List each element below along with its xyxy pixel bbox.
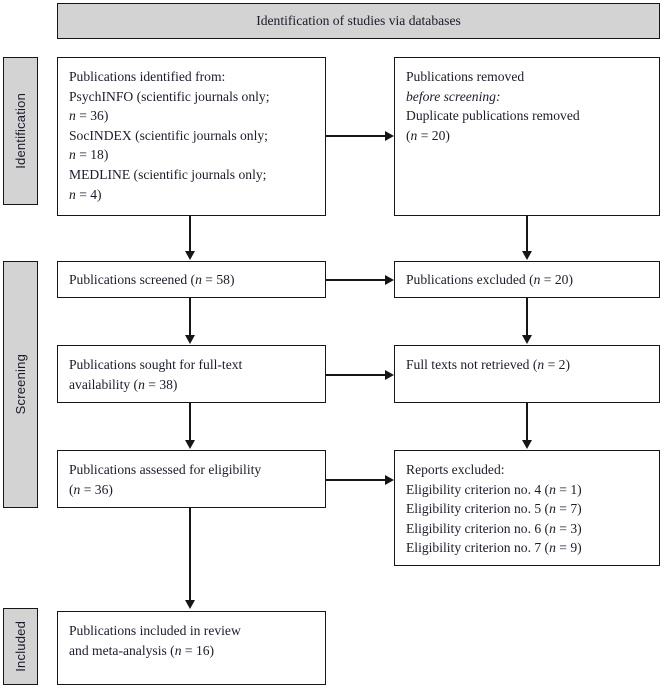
identified-line-4: SocINDEX (scientific journals only; — [69, 127, 268, 143]
reports-excluded-line-3: Eligibility criterion no. 5 (n = 7) — [406, 501, 582, 517]
stage-label-identification-text: Identification — [13, 93, 28, 169]
connector-assessed-to-reports-excluded — [326, 479, 386, 481]
identified-line-3: n = 36) — [69, 108, 109, 124]
identified-line-2: PsychINFO (scientific journals only; — [69, 88, 270, 104]
diagram-title: Identification of studies via databases — [256, 13, 461, 28]
box-publications-sought: Publications sought for full-text availa… — [57, 345, 326, 403]
identified-line-7: n = 4) — [69, 186, 102, 202]
stage-label-identification: Identification — [3, 57, 38, 205]
identified-line-6: MEDLINE (scientific journals only; — [69, 166, 267, 182]
box-publications-identified: Publications identified from: PsychINFO … — [57, 57, 326, 216]
connector-screened-to-excluded — [326, 279, 386, 281]
not-retrieved-line-1: Full texts not retrieved (n = 2) — [406, 357, 570, 372]
arrowhead-excluded-to-not-retrieved — [522, 335, 532, 344]
box-publications-included: Publications included in review and meta… — [57, 611, 326, 685]
arrowhead-sought-to-assessed — [185, 440, 195, 449]
included-line-2: and meta-analysis (n = 16) — [69, 642, 215, 658]
box-publications-removed: Publications removed before screening: D… — [394, 57, 660, 216]
removed-line-4: (n = 20) — [406, 127, 450, 143]
sought-line-2: availability (n = 38) — [69, 376, 178, 392]
stage-label-included: Included — [3, 608, 38, 685]
box-publications-assessed: Publications assessed for eligibility (n… — [57, 450, 326, 508]
removed-line-3: Duplicate publications removed — [406, 108, 580, 124]
connector-identified-to-removed — [326, 135, 386, 137]
box-reports-excluded: Reports excluded: Eligibility criterion … — [394, 450, 660, 566]
stage-label-screening-text: Screening — [13, 354, 28, 415]
sought-line-1: Publications sought for full-text — [69, 357, 243, 372]
reports-excluded-line-4: Eligibility criterion no. 6 (n = 3) — [406, 520, 582, 536]
arrowhead-removed-to-excluded — [522, 251, 532, 260]
box-full-texts-not-retrieved: Full texts not retrieved (n = 2) — [394, 345, 660, 403]
stage-label-screening: Screening — [3, 261, 38, 508]
arrowhead-sought-to-not-retrieved — [385, 369, 394, 380]
reports-excluded-line-1: Reports excluded: — [406, 462, 505, 477]
stage-label-included-text: Included — [13, 621, 28, 672]
arrowhead-identified-to-removed — [385, 130, 394, 141]
removed-line-1: Publications removed — [406, 69, 525, 84]
arrowhead-assessed-to-reports-excluded — [385, 474, 394, 485]
reports-excluded-line-5: Eligibility criterion no. 7 (n = 9) — [406, 540, 582, 556]
arrowhead-not-retrieved-to-reports-excluded — [522, 440, 532, 449]
arrowhead-assessed-to-included — [185, 600, 195, 609]
connector-not-retrieved-to-reports-excluded — [526, 403, 528, 441]
included-line-1: Publications included in review — [69, 623, 241, 638]
reports-excluded-line-2: Eligibility criterion no. 4 (n = 1) — [406, 481, 582, 497]
assessed-line-2: (n = 36) — [69, 481, 113, 497]
connector-assessed-to-included — [189, 508, 191, 601]
screened-line-1: Publications screened (n = 58) — [69, 271, 235, 287]
diagram-header-band: Identification of studies via databases — [57, 3, 660, 39]
arrowhead-screened-to-sought — [185, 335, 195, 344]
box-publications-excluded: Publications excluded (n = 20) — [394, 261, 660, 298]
connector-sought-to-not-retrieved — [326, 374, 386, 376]
connector-screened-to-sought — [189, 298, 191, 336]
connector-identified-to-screened — [189, 216, 191, 252]
connector-removed-to-excluded — [526, 216, 528, 252]
box-publications-screened: Publications screened (n = 58) — [57, 261, 326, 298]
assessed-line-1: Publications assessed for eligibility — [69, 462, 262, 477]
arrowhead-identified-to-screened — [185, 251, 195, 260]
arrowhead-screened-to-excluded — [385, 274, 394, 285]
excluded-line-1: Publications excluded (n = 20) — [406, 271, 573, 287]
connector-excluded-to-not-retrieved — [526, 298, 528, 336]
identified-line-5: n = 18) — [69, 147, 109, 163]
identified-line-1: Publications identified from: — [69, 69, 226, 84]
connector-sought-to-assessed — [189, 403, 191, 441]
removed-line-2: before screening: — [406, 88, 501, 104]
